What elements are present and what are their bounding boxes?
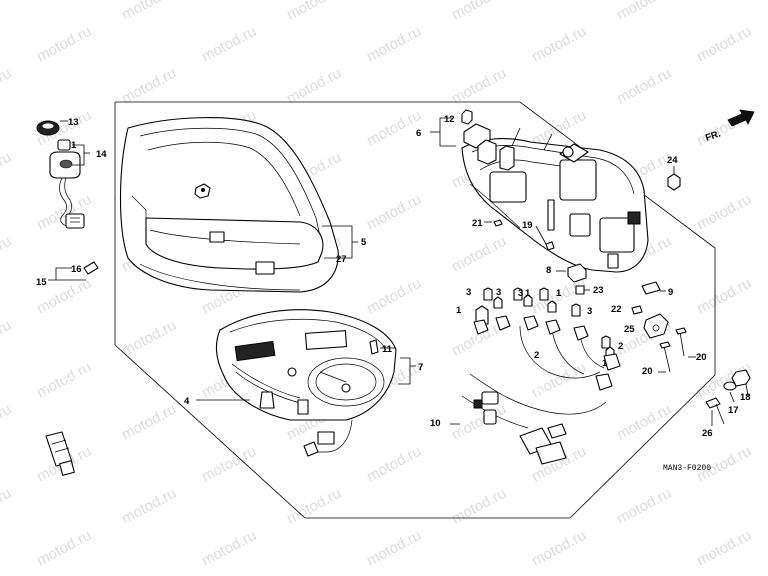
callout-number: 3 [518,288,523,299]
watermark-text: motod.ru [449,65,509,108]
meter-case [119,117,339,293]
watermark-text: motod.ru [0,401,14,444]
watermark-text: motod.ru [119,0,179,24]
watermark-text: motod.ru [694,23,754,66]
watermark-text: motod.ru [34,23,94,66]
watermark-text: motod.ru [449,485,509,528]
watermark-text: motod.ru [614,485,674,528]
callout-number: 6 [416,128,421,139]
watermark-text: motod.ru [364,443,424,486]
callout-number: 27 [336,254,347,265]
watermark-text: motod.ru [0,65,14,108]
callout-number: 5 [361,237,367,248]
watermark-text: motod.ru [364,527,424,570]
watermark-text: motod.ru [449,233,509,276]
watermark-text: motod.ru [614,0,674,24]
watermark-text: motod.ru [284,65,344,108]
callout-number: 15 [36,277,47,288]
rubber-pad [641,281,661,295]
watermark-text: motod.ru [0,317,14,360]
socket-assembly [36,120,85,229]
callout-number: 3 [587,306,592,317]
watermark-text: motod.ru [364,23,424,66]
watermark-text: motod.ru [529,23,589,66]
callout-number: 16 [71,264,82,275]
watermark-text: motod.ru [0,0,14,24]
callout-number: 1 [602,358,608,369]
callout-number: 18 [740,392,751,403]
watermark-text: motod.ru [34,191,94,234]
callout-number: 26 [702,428,713,439]
callout-number: 8 [546,265,551,276]
callout-number: 3 [496,287,501,298]
watermark-text: motod.ru [694,191,754,234]
watermark-text: motod.ru [614,401,674,444]
callout-number: 14 [96,149,107,160]
watermark-text: motod.ru [364,191,424,234]
watermark-text: motod.ru [119,65,179,108]
upper-case [461,123,649,273]
watermark-text: motod.ru [0,485,14,528]
callout-number: 7 [418,362,423,373]
watermark-text: motod.ru [0,149,14,192]
watermark-text: motod.ru [284,485,344,528]
watermark-text: motod.ru [529,527,589,570]
watermark-text: motod.ru [119,317,179,360]
callout-number: 2 [618,341,623,352]
callout-number: 1 [456,305,462,316]
front-direction-indicator [727,109,755,127]
watermark-text: motod.ru [34,527,94,570]
watermark-text: motod.ru [449,0,509,24]
callout-number: 2 [534,350,539,361]
callout-number: 17 [728,405,739,416]
watermark-text: motod.ru [0,233,14,276]
watermark-text: motod.ru [119,485,179,528]
callout-number: 20 [642,366,653,377]
watermark-text: motod.ru [694,275,754,318]
wire-harness [455,315,630,467]
diagram-code: MAN3-F0200 [663,464,711,473]
assembly-outline [114,101,716,519]
callout-number: 23 [593,285,604,296]
watermark-text: motod.ru [694,527,754,570]
watermark-text: motod.ru [199,23,259,66]
callout-number: 25 [624,324,635,335]
watermark-text: motod.ru [614,65,674,108]
callout-number: 21 [472,218,483,229]
direction-label: FR. [704,129,722,144]
bulbs-row [475,287,615,359]
callout-number: 22 [611,304,622,315]
callout-number: 1 [71,140,77,151]
callout-number: 1 [556,288,562,299]
speedometer-cable [44,261,112,476]
watermark-text: motod.ru [364,275,424,318]
watermark-text: motod.ru [199,527,259,570]
callout-number: 24 [667,155,678,166]
watermark-text: motod.ru [34,359,94,402]
callout-number: 19 [522,220,533,231]
grommet [567,263,587,283]
screws [659,327,751,425]
callout-number: 3 [466,287,471,298]
callout-number: 20 [696,352,707,363]
callout-number: 9 [668,287,673,298]
meter-unit [215,309,397,457]
callout-number: 12 [444,114,455,125]
watermark-text: motod.ru [284,0,344,24]
callout-number: 13 [68,117,79,128]
callout-number: 4 [184,396,190,407]
watermark-text: motod.ru [119,401,179,444]
callout-number: 11 [382,344,393,355]
callout-number: 10 [430,418,441,429]
callout-number: 1 [525,288,531,299]
